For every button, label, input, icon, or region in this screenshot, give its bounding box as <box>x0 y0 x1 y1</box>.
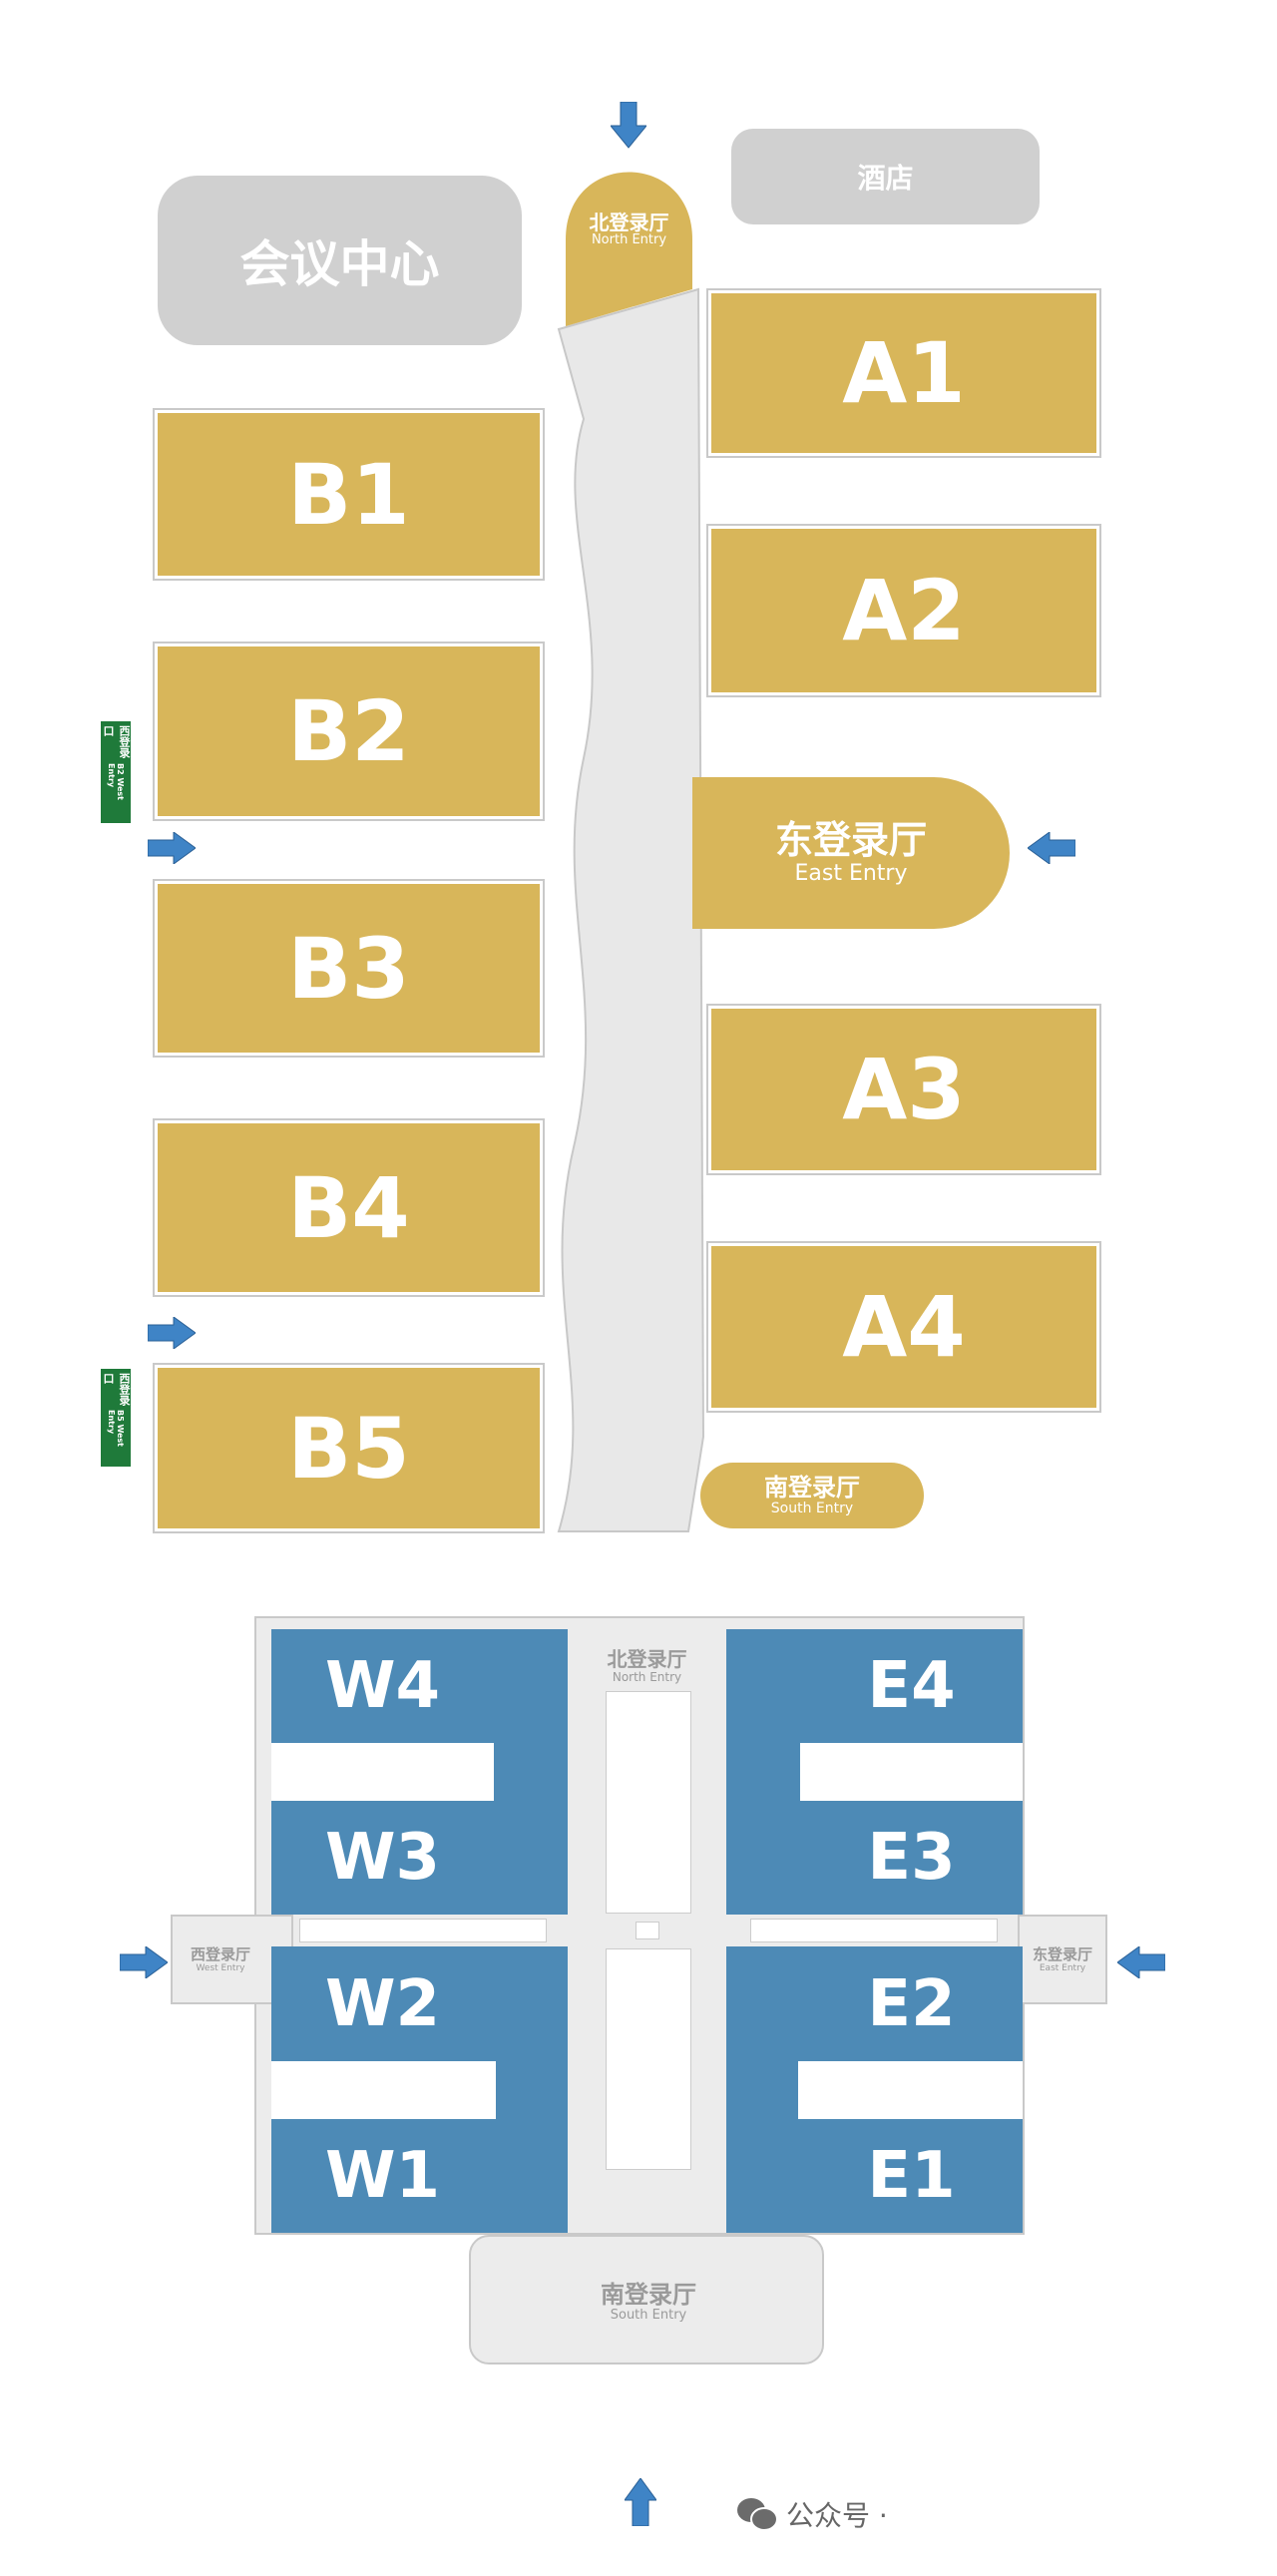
sign-cn: 西登录口 <box>102 725 131 758</box>
south-entry-hall <box>469 2235 824 2364</box>
east-entry-en: East Entry <box>1039 1963 1086 1974</box>
hall-b1[interactable]: B1 <box>153 408 545 581</box>
wechat-icon <box>737 2498 778 2531</box>
watermark: 公众号 · <box>736 2494 888 2534</box>
hall-b3[interactable]: B3 <box>153 879 545 1058</box>
sign-en: B5 West Entry <box>107 1409 125 1447</box>
sign-cn: 西登录口 <box>102 1373 131 1406</box>
atrium <box>606 1691 691 1914</box>
north-entry-en: North Entry <box>591 231 667 247</box>
east-entry-cn: 东登录厅 <box>774 818 927 862</box>
arrow-right-icon <box>120 1946 168 1978</box>
atrium <box>606 1948 691 2170</box>
hall-a4[interactable]: A4 <box>706 1241 1101 1413</box>
hall-b4[interactable]: B4 <box>153 1118 545 1297</box>
courtyard <box>271 2061 496 2119</box>
hall-w1[interactable]: W1 <box>324 2139 441 2213</box>
west-entry-cn: 西登录厅 <box>190 1945 250 1964</box>
hall-b5[interactable]: B5 <box>153 1363 545 1533</box>
west-entry-en: West Entry <box>196 1963 245 1974</box>
courtyard <box>800 1743 1023 1801</box>
arrow-right-icon <box>148 1317 196 1349</box>
b5-west-entry-sign: 西登录口 B5 West Entry <box>101 1369 131 1467</box>
hall-w2[interactable]: W2 <box>324 1966 441 2041</box>
south-entry-cn: 南登录厅 <box>601 2280 696 2309</box>
corridor <box>299 1919 547 1942</box>
hall-b2[interactable]: B2 <box>153 642 545 821</box>
b2-west-entry-sign: 西登录口 B2 West Entry <box>101 721 131 823</box>
courtyard <box>798 2061 1023 2119</box>
south-entry-cn: 南登录厅 <box>764 1474 860 1503</box>
east-entry-bottom: 东登录厅 East Entry <box>1013 1935 1112 1985</box>
central-walkway <box>557 172 705 1532</box>
north-entry-bottom: 北登录厅 North Entry <box>568 1641 726 1691</box>
corridor <box>750 1919 998 1942</box>
east-entry-en: East Entry <box>794 860 908 886</box>
north-entry-cn: 北登录厅 <box>589 210 669 234</box>
courtyard <box>271 1743 494 1801</box>
north-entry-cn: 北登录厅 <box>607 1646 687 1671</box>
south-entry-bottom: 南登录厅 South Entry <box>539 2275 758 2331</box>
hall-a2[interactable]: A2 <box>706 524 1101 697</box>
arrow-up-icon <box>625 2478 656 2526</box>
conference-center-label: 会议中心 <box>239 235 440 293</box>
hall-w3[interactable]: W3 <box>324 1821 441 1895</box>
hall-e4[interactable]: E4 <box>867 1649 956 1723</box>
hall-w4[interactable]: W4 <box>324 1649 441 1723</box>
hotel: 酒店 <box>731 129 1040 224</box>
south-entry-top: 南登录厅 South Entry <box>700 1463 924 1528</box>
sign-en: B2 West Entry <box>107 763 125 801</box>
hall-e3[interactable]: E3 <box>867 1821 956 1895</box>
hall-a3[interactable]: A3 <box>706 1004 1101 1175</box>
arrow-down-icon <box>611 102 646 149</box>
conference-center: 会议中心 <box>158 176 522 345</box>
watermark-label: 公众号 · <box>786 2499 888 2532</box>
hall-e1[interactable]: E1 <box>867 2139 956 2213</box>
atrium <box>636 1922 659 1939</box>
arrow-left-icon <box>1117 1946 1165 1978</box>
hall-e2[interactable]: E2 <box>867 1966 956 2041</box>
east-entry-cn: 东登录厅 <box>1032 1945 1092 1964</box>
south-entry-en: South Entry <box>770 1500 854 1516</box>
east-entry-hall <box>1018 1915 1107 2004</box>
arrow-right-icon <box>148 832 196 864</box>
north-entry-en: North Entry <box>612 1669 682 1684</box>
east-entry-top: 东登录厅 East Entry <box>692 777 1010 929</box>
hall-a1[interactable]: A1 <box>706 288 1101 458</box>
south-entry-en: South Entry <box>610 2308 687 2324</box>
hotel-label: 酒店 <box>857 162 914 195</box>
north-entry-top: 北登录厅 North Entry <box>566 200 692 259</box>
arrow-left-icon <box>1028 832 1075 864</box>
west-entry-bottom: 西登录厅 West Entry <box>171 1935 270 1985</box>
